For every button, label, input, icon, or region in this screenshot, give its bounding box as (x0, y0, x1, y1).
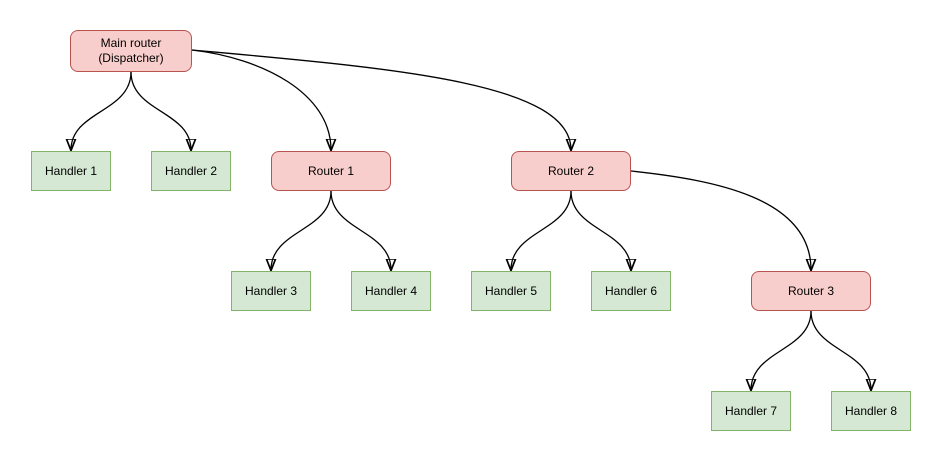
edge-main-handler2 (130, 71, 191, 150)
node-router-3: Router 3 (751, 271, 871, 311)
node-handler-6: Handler 6 (591, 271, 671, 311)
node-handler-7: Handler 7 (711, 391, 791, 431)
node-handler-3: Handler 3 (231, 271, 311, 311)
edge-router3-handler8 (810, 310, 871, 390)
edge-router2-handler6 (570, 190, 631, 270)
edge-main-router1 (191, 49, 331, 150)
node-handler-1: Handler 1 (31, 151, 111, 191)
edge-main-router2 (191, 49, 571, 150)
node-handler-4: Handler 4 (351, 271, 431, 311)
node-router-2: Router 2 (511, 151, 631, 191)
edge-router2-handler5 (511, 190, 572, 270)
node-handler-5: Handler 5 (471, 271, 551, 311)
edge-router1-handler3 (271, 190, 332, 270)
edge-router2-router3 (630, 170, 811, 270)
node-main-router: Main router (Dispatcher) (70, 30, 192, 72)
edge-router1-handler4 (330, 190, 391, 270)
node-handler-8: Handler 8 (831, 391, 911, 431)
edge-router3-handler7 (751, 310, 812, 390)
node-handler-2: Handler 2 (151, 151, 231, 191)
edge-main-handler1 (71, 71, 132, 150)
node-router-1: Router 1 (271, 151, 391, 191)
